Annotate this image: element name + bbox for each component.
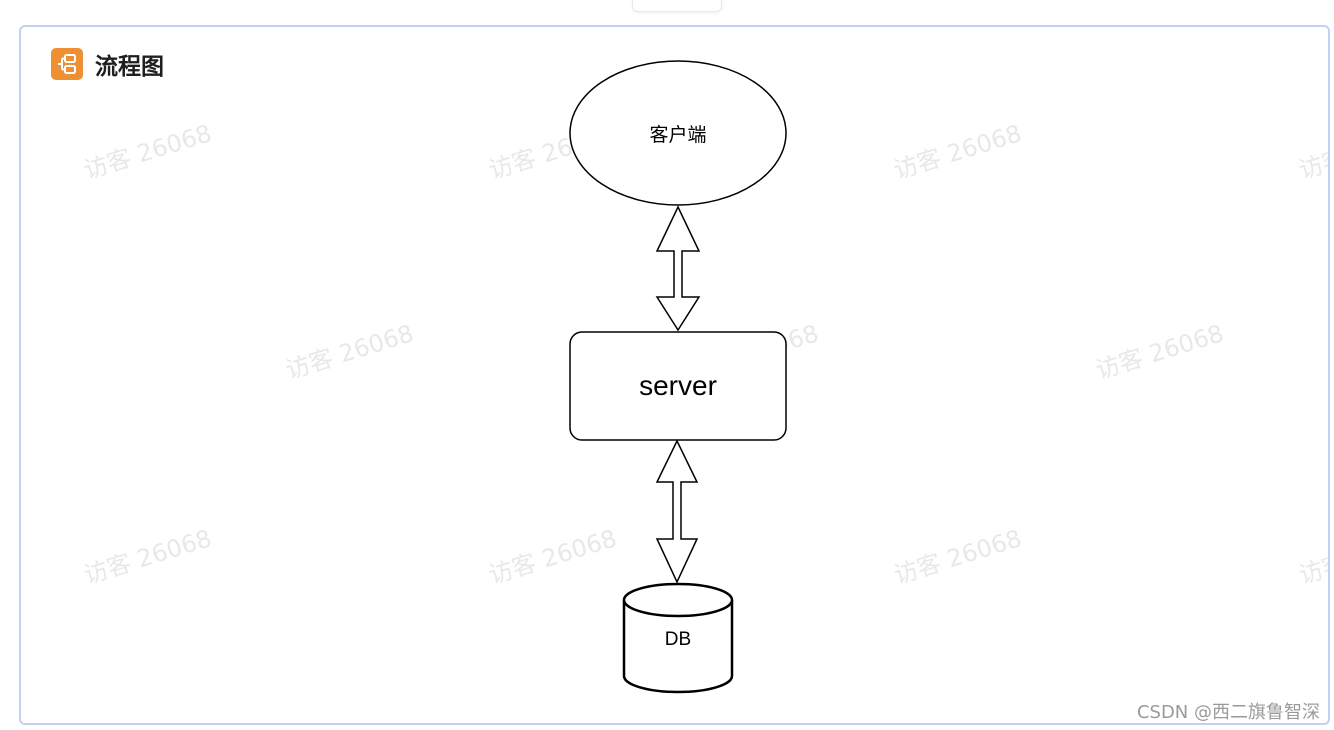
server-node[interactable]: server — [569, 331, 787, 441]
client-server-arrow — [655, 205, 701, 332]
flowchart-icon — [51, 48, 83, 80]
top-tab[interactable] — [632, 0, 722, 12]
flowchart-card: 访客 26068 访客 26068 访客 26068 访客 26068 访客 2… — [19, 25, 1330, 725]
server-label: server — [639, 370, 717, 401]
client-node[interactable]: 客户端 — [569, 60, 787, 206]
card-title: 流程图 — [95, 54, 164, 80]
flowchart-diagram: 客户端 server DB — [569, 60, 787, 694]
db-label: DB — [665, 629, 691, 650]
server-db-arrow — [655, 439, 699, 584]
credit-text: CSDN @西二旗鲁智深 — [1136, 702, 1320, 723]
db-node[interactable]: DB — [622, 582, 734, 694]
client-label: 客户端 — [649, 124, 706, 146]
card-header: 流程图 — [51, 47, 164, 81]
